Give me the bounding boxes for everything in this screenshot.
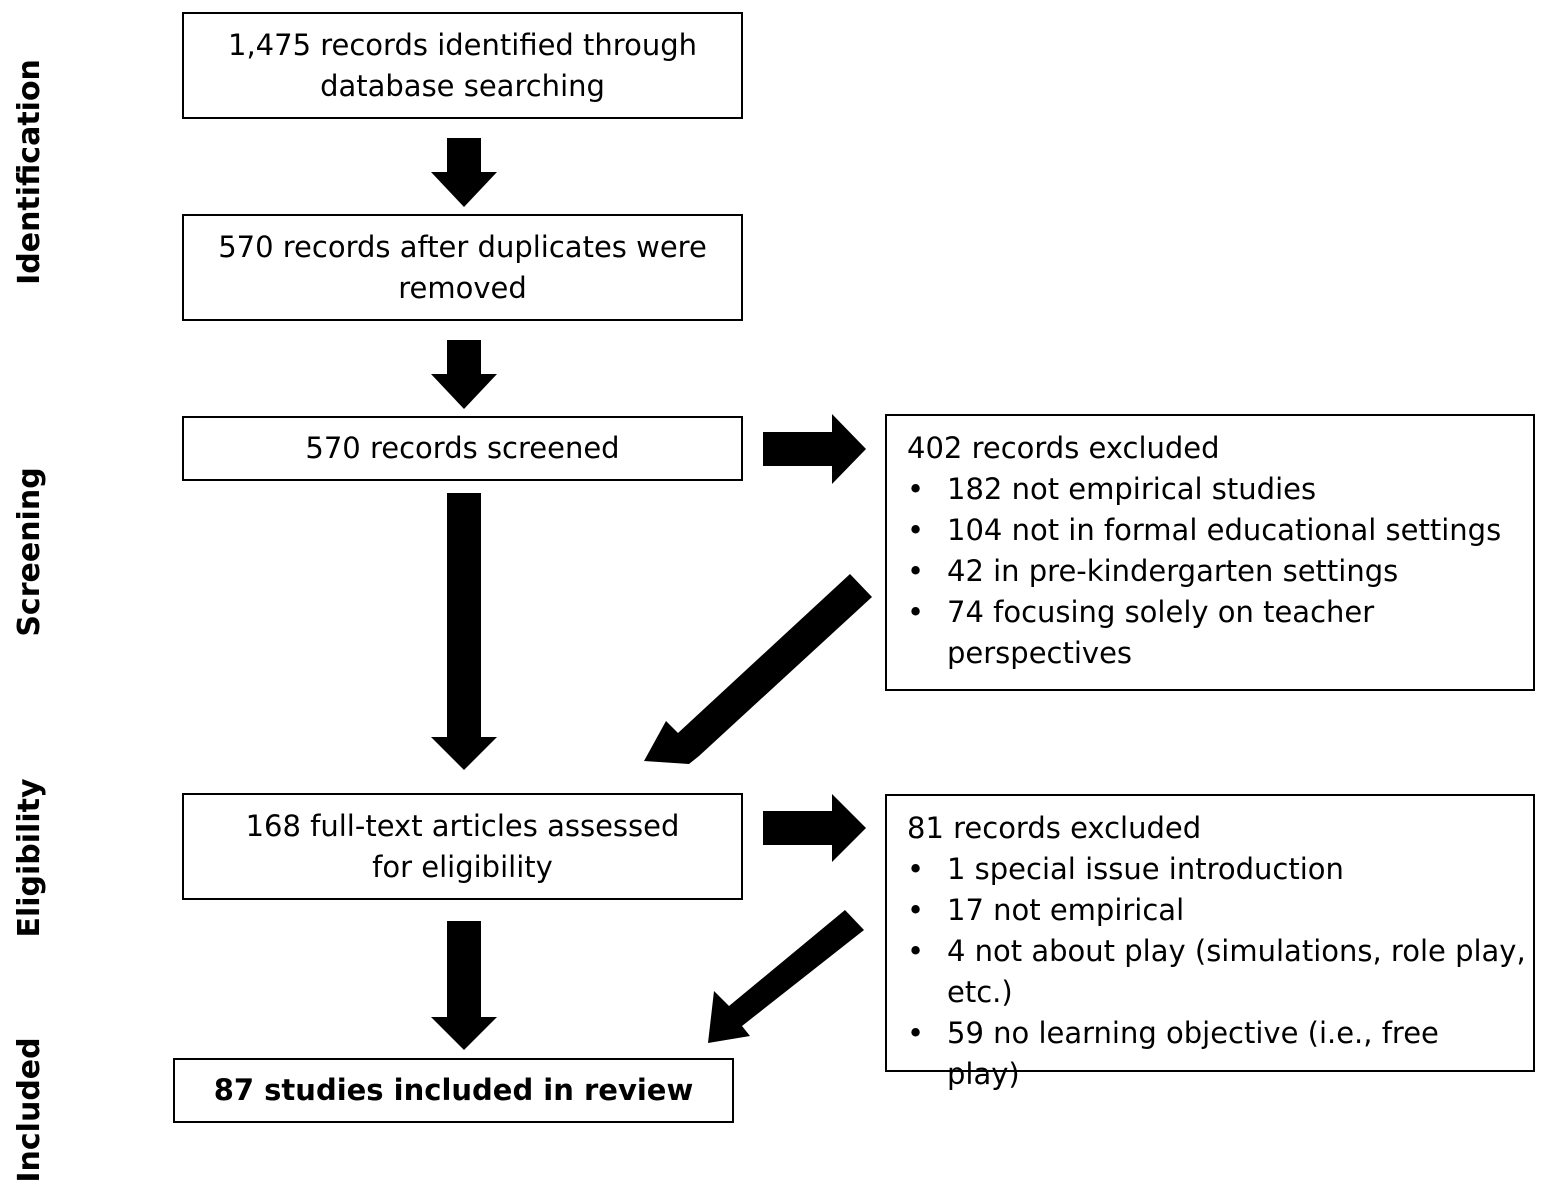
eligibility-exclusions-heading: 81 records excluded <box>907 811 1202 845</box>
screening-exclusions-heading: 402 records excluded <box>907 431 1220 465</box>
fulltext-assessed-text: 168 full-text articles assessed for elig… <box>245 808 680 884</box>
records-screened-text: 570 records screened <box>305 431 620 465</box>
arrow-down-icon <box>431 493 497 770</box>
box-records-screened: 570 records screened <box>182 416 743 481</box>
list-item: 74 focusing solely on teacher perspectiv… <box>907 592 1387 674</box>
arrow-diagonal-icon <box>708 910 864 1043</box>
box-records-identified: 1,475 records identified through databas… <box>182 12 743 119</box>
list-item: 104 not in formal educational settings <box>907 510 1513 551</box>
arrow-down-icon <box>431 138 497 207</box>
list-item: 17 not empirical <box>907 890 1513 931</box>
studies-included-text: 87 studies included in review <box>213 1073 694 1107</box>
eligibility-exclusions-list: 1 special issue introduction 17 not empi… <box>907 849 1526 1095</box>
box-studies-included: 87 studies included in review <box>173 1058 734 1123</box>
arrow-diagonal-icon <box>644 574 872 764</box>
list-item: 59 no learning objective (i.e., free pla… <box>907 1013 1513 1095</box>
records-deduplicated-text: 570 records after duplicates were remove… <box>218 229 707 305</box>
screening-exclusions-list: 182 not empirical studies 104 not in for… <box>907 469 1513 674</box>
arrow-right-icon <box>763 794 866 862</box>
box-records-deduplicated: 570 records after duplicates were remove… <box>182 214 743 321</box>
list-item: 4 not about play (simulations, role play… <box>907 931 1527 1013</box>
box-screening-exclusions: 402 records excluded 182 not empirical s… <box>885 414 1535 691</box>
list-item: 182 not empirical studies <box>907 469 1513 510</box>
list-item: 42 in pre-kindergarten settings <box>907 551 1513 592</box>
box-eligibility-exclusions: 81 records excluded 1 special issue intr… <box>885 794 1535 1091</box>
arrow-down-icon <box>431 921 497 1050</box>
arrow-down-icon <box>431 340 497 409</box>
box-fulltext-assessed: 168 full-text articles assessed for elig… <box>182 793 743 900</box>
list-item: 1 special issue introduction <box>907 849 1513 890</box>
arrow-right-icon <box>763 414 866 484</box>
records-identified-text: 1,475 records identified through databas… <box>228 27 697 103</box>
